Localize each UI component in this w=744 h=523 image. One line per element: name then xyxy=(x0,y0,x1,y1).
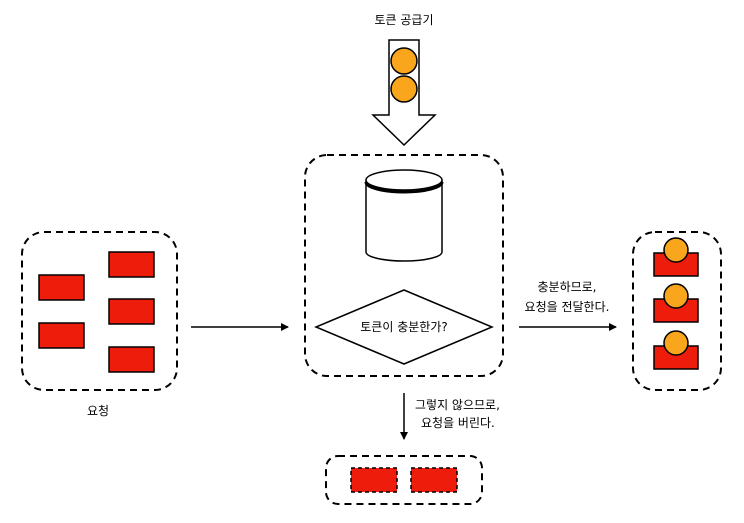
forwarded-requests-container xyxy=(632,231,722,391)
requests-label: 요청 xyxy=(87,404,109,418)
request-item xyxy=(38,274,85,301)
forwarded-request-with-token xyxy=(653,330,699,370)
bucket-cylinder-icon xyxy=(364,169,444,262)
incoming-requests-container xyxy=(21,231,178,391)
dropped-request-item xyxy=(410,467,458,493)
token-supplier-label: 토큰 공급기 xyxy=(374,13,433,27)
drop-label-line1: 그렇지 않으므로, xyxy=(415,397,500,412)
request-item xyxy=(108,251,155,278)
supply-token-1 xyxy=(390,47,418,75)
forward-label-line1: 충분하므로, xyxy=(537,280,596,294)
request-item xyxy=(38,322,85,349)
dropped-requests-container xyxy=(325,455,483,505)
decision-diamond xyxy=(314,289,494,365)
request-item xyxy=(108,298,155,325)
forwarded-request-with-token xyxy=(653,283,699,323)
forwarded-request-with-token xyxy=(653,237,699,277)
bucket-container xyxy=(304,154,504,377)
dropped-request-item xyxy=(350,467,398,493)
request-item xyxy=(108,346,155,373)
supply-token-2 xyxy=(390,75,418,103)
decision-label: 토큰이 충분한가? xyxy=(360,320,447,334)
drop-label-line2: 요청을 버린다. xyxy=(421,416,495,430)
forward-label-line2: 요청을 전달한다. xyxy=(525,300,610,314)
